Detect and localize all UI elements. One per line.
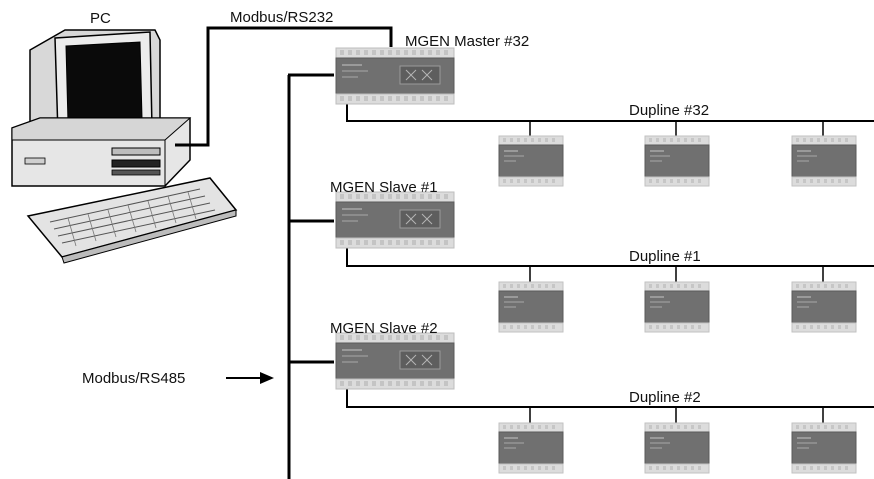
dupline-1-module-2	[644, 281, 710, 333]
pc-computer	[11, 29, 238, 264]
mgen-slave-2-module	[335, 332, 455, 390]
modbus-rs485-label: Modbus/RS485	[82, 370, 185, 387]
dupline-32-label: Dupline #32	[629, 102, 709, 119]
pc-label: PC	[90, 10, 111, 27]
dupline-1-module-3	[791, 281, 857, 333]
mgen-slave-1-module	[335, 191, 455, 249]
dupline-2-module-2	[644, 422, 710, 474]
dupline-2-module-3	[791, 422, 857, 474]
dupline-2-label: Dupline #2	[629, 389, 701, 406]
dupline-32-module-2	[644, 135, 710, 187]
screen	[65, 41, 143, 123]
arrow-icon	[260, 372, 274, 384]
mgen-slave-1-label: MGEN Slave #1	[330, 179, 438, 196]
mgen-master-label: MGEN Master #32	[405, 33, 529, 50]
dupline-32-module-1	[498, 135, 564, 187]
modbus-rs232-label: Modbus/RS232	[230, 9, 333, 26]
dupline-32-module-3	[791, 135, 857, 187]
wiring	[175, 26, 874, 479]
dupline-1-module-1	[498, 281, 564, 333]
mgen-slave-2-label: MGEN Slave #2	[330, 320, 438, 337]
dupline-1-label: Dupline #1	[629, 248, 701, 265]
mgen-master-module	[335, 47, 455, 105]
dupline-2-module-1	[498, 422, 564, 474]
